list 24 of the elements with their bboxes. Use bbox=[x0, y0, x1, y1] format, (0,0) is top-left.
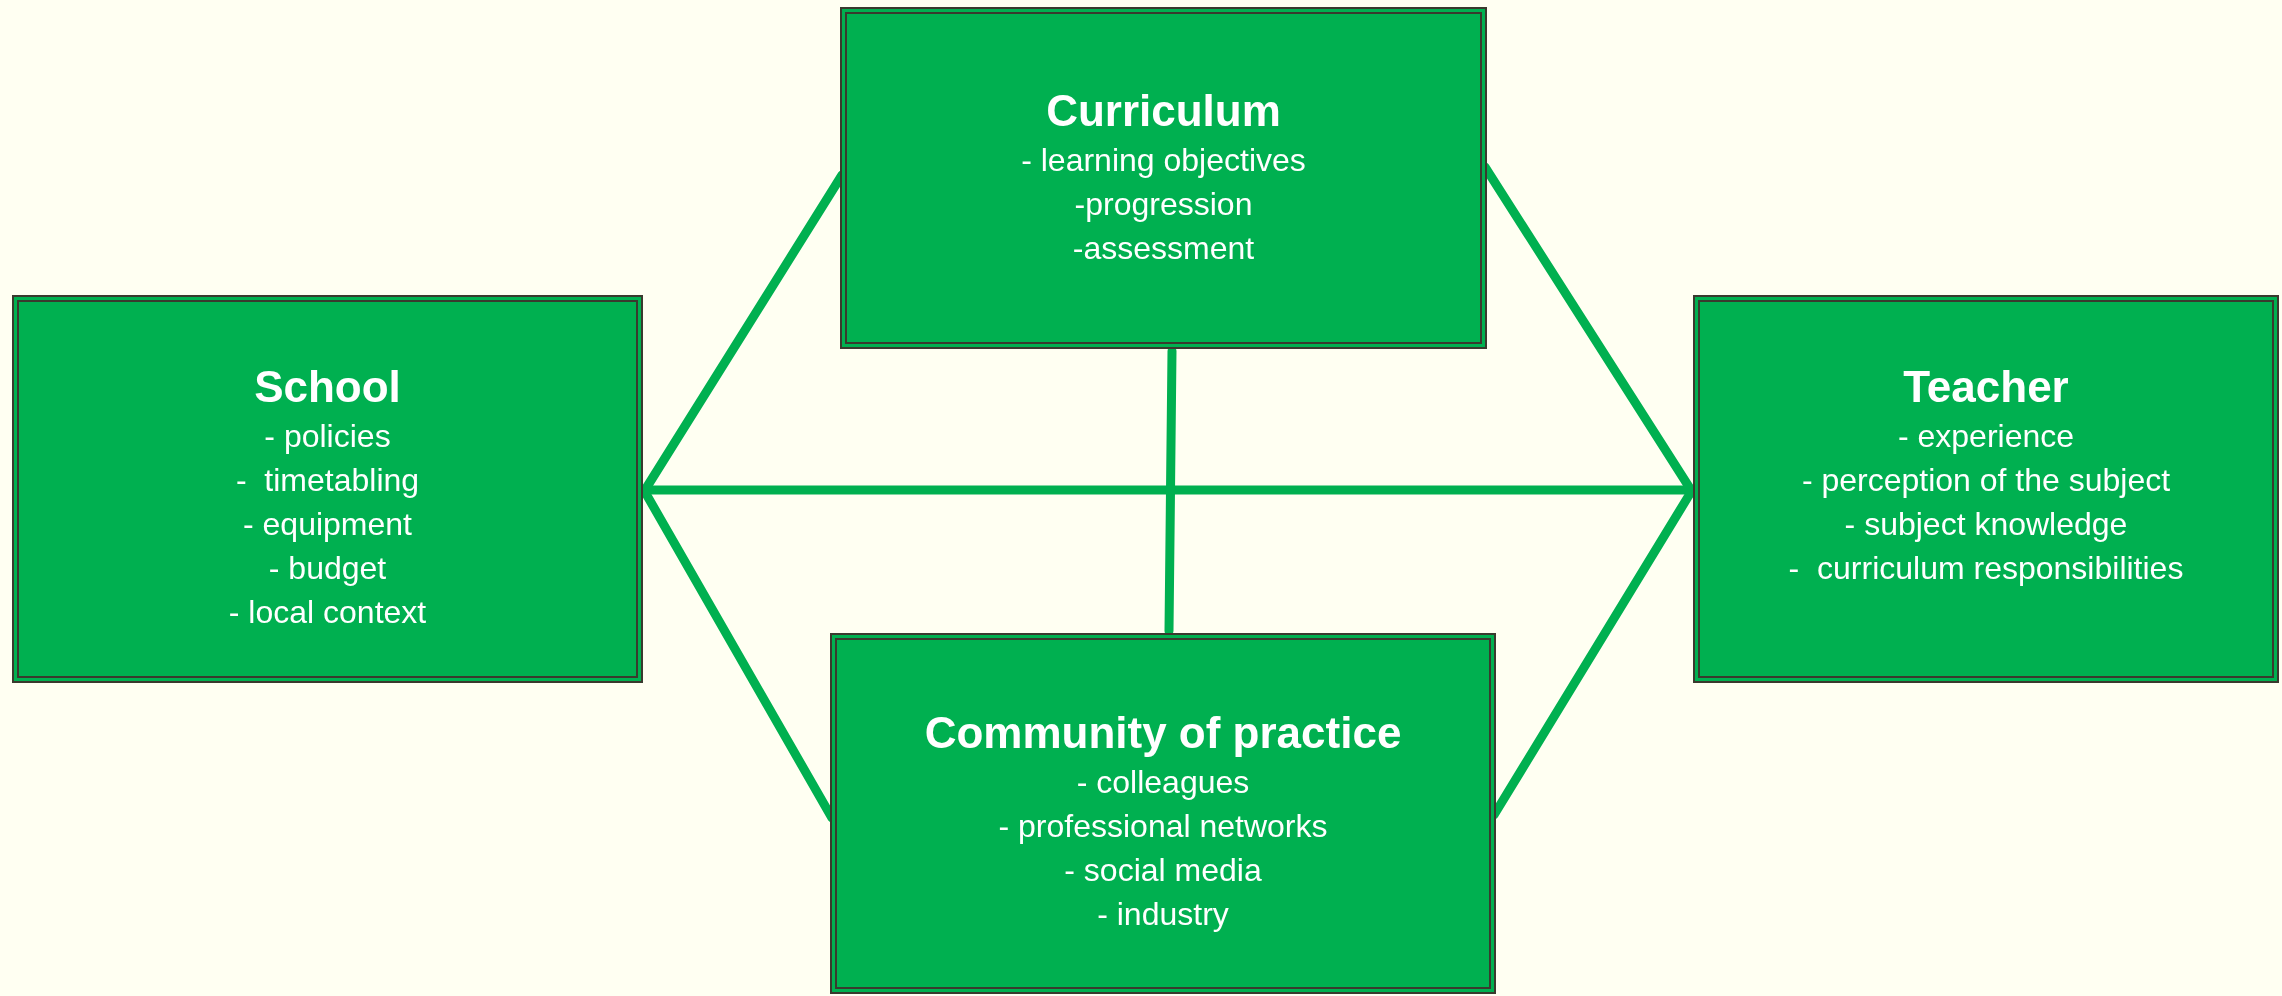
topic-box bbox=[1693, 295, 2279, 683]
list-item: - professional networks bbox=[998, 807, 1328, 846]
box-heading: Community of practice bbox=[924, 707, 1402, 759]
list-item: - local context bbox=[228, 593, 427, 632]
box-heading: School bbox=[254, 361, 401, 413]
list-item: - colleagues bbox=[1076, 763, 1250, 802]
list-item: - social media bbox=[1064, 851, 1262, 890]
topic-box bbox=[12, 295, 643, 683]
list-item: - industry bbox=[1097, 895, 1229, 934]
list-item: - learning objectives bbox=[1021, 141, 1306, 180]
list-item: -progression bbox=[1074, 185, 1253, 224]
topic-box bbox=[840, 7, 1487, 349]
list-item: - subject knowledge bbox=[1844, 505, 2128, 544]
list-item: - experience bbox=[1897, 417, 2075, 456]
box-heading: Teacher bbox=[1903, 361, 2069, 413]
list-item: - perception of the subject bbox=[1801, 461, 2171, 500]
topic-box bbox=[830, 633, 1496, 994]
list-item: - equipment bbox=[243, 505, 412, 544]
list-item: -assessment bbox=[1072, 229, 1255, 268]
list-item: - budget bbox=[268, 549, 387, 588]
box-heading: Curriculum bbox=[1046, 85, 1281, 137]
list-item: - timetabling bbox=[235, 461, 420, 500]
list-item: - policies bbox=[264, 417, 391, 456]
list-item: - curriculum responsibilities bbox=[1788, 549, 2184, 588]
